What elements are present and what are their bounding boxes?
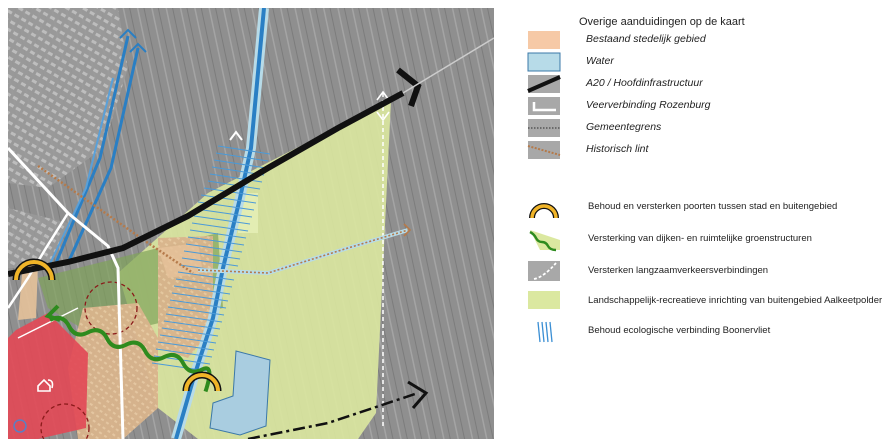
aerial-map — [8, 8, 494, 439]
influence-circle-north — [84, 281, 138, 335]
motorway-swatch — [527, 75, 561, 93]
red-development-zone — [8, 313, 88, 439]
slow-traffic-arrow-north — [376, 90, 390, 122]
legend-label: Behoud ecologische verbinding Boonervlie… — [588, 325, 771, 336]
urban-area-swatch — [528, 31, 560, 49]
historic-ribbon-swatch — [527, 141, 561, 159]
legend-measure-green: Versterking van dijken- en ruimtelijke g… — [526, 228, 886, 252]
historic-ribbon-arrow — [403, 223, 412, 237]
legend-title: Overige aanduidingen op de kaart — [579, 16, 745, 28]
legend-measure-ecological: Behoud ecologische verbinding Boonervlie… — [526, 320, 886, 343]
municipal-boundary-arrow — [407, 380, 429, 409]
green-structure-icon — [529, 230, 560, 252]
gateway-arch-west-fill — [14, 260, 54, 281]
municipal-boundary — [247, 391, 419, 439]
green-structure-wave — [49, 315, 212, 393]
green-structure-arrow — [44, 304, 61, 322]
a20-east-thin — [402, 37, 494, 94]
slow-traffic-icon — [528, 261, 560, 281]
legend-label: Bestaand stedelijk gebied — [586, 33, 706, 45]
legend-measure-gateway: Behoud en versterken poorten tussen stad… — [526, 196, 886, 219]
legend-label: Versterken langzaamverkeersverbindingen — [588, 265, 769, 276]
urban-strip-left — [18, 263, 38, 320]
legend-item-water: Water — [526, 52, 886, 74]
legend-label: Water — [586, 55, 614, 67]
legend-item-historic: Historisch lint — [526, 140, 886, 162]
road-local — [17, 307, 79, 339]
waterway-north-1 — [54, 35, 130, 264]
location-marker — [13, 419, 27, 433]
legend-label: A20 / Hoofdinfrastructuur — [586, 77, 703, 89]
historic-ribbon — [37, 164, 194, 275]
municipal-border-swatch — [528, 119, 560, 137]
legend-item-ferry: Veerverbinding Rozenburg — [526, 96, 886, 118]
gateway-arch-icon — [529, 203, 559, 219]
legend-measure-slow-traffic: Versterken langzaamverkeersverbindingen — [526, 260, 886, 282]
influence-circle-south — [40, 403, 90, 439]
water-swatch — [527, 52, 561, 72]
a20-motorway — [8, 90, 405, 277]
waterway-north-2 — [66, 47, 140, 264]
a20-motorway-arrow — [396, 67, 422, 107]
legend-label: Veerverbinding Rozenburg — [586, 99, 711, 111]
ecological-link-icon — [537, 321, 553, 343]
map-legend: Overige aanduidingen op de kaart Bestaan… — [520, 8, 890, 439]
waterway-arrow — [119, 28, 147, 53]
historic-ribbon-east-line — [197, 229, 409, 274]
legend-label: Landschappelijk-recreatieve inrichting v… — [588, 295, 883, 306]
urban-area-west — [68, 303, 158, 439]
legend-item-urban: Bestaand stedelijk gebied — [526, 30, 886, 52]
red-zone-symbol — [37, 378, 54, 392]
gateway-arch-center-fill — [184, 373, 220, 392]
legend-item-motorway: A20 / Hoofdinfrastructuur — [526, 74, 886, 96]
ferry-swatch — [528, 97, 560, 115]
legend-label: Historisch lint — [586, 143, 649, 155]
recreation-area-swatch — [528, 291, 560, 309]
legend-label: Versterking van dijken- en ruimtelijke g… — [588, 233, 812, 244]
legend-label: Behoud en versterken poorten tussen stad… — [588, 201, 838, 212]
legend-measure-recreation: Landschappelijk-recreatieve inrichting v… — [526, 290, 886, 312]
water-basin — [209, 350, 271, 436]
slow-traffic-arrow-canal — [229, 130, 243, 141]
waterway-north-3 — [47, 77, 114, 269]
road-main — [8, 146, 125, 439]
legend-label: Gemeentegrens — [586, 121, 662, 133]
city-district-south — [8, 208, 68, 268]
legend-item-border: Gemeentegrens — [526, 118, 886, 140]
